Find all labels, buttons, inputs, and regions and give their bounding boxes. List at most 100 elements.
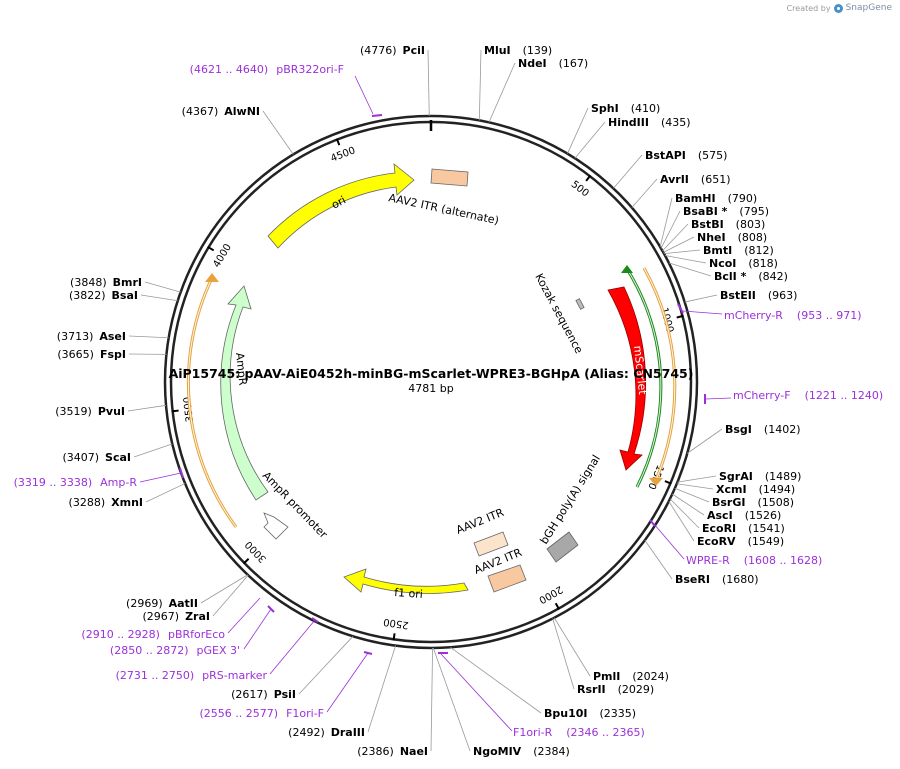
primer-name-pbrforeco: pBRforEco (168, 628, 225, 641)
leader-line-ecori (669, 498, 700, 529)
site-name-ndei: NdeI (518, 57, 547, 70)
primer-leader-mcherry-r (682, 310, 723, 315)
site-position-bmri: (3848) (70, 276, 107, 289)
primer-label-pbr322ori-f: (4621 .. 4640)pBR322ori-F (190, 63, 344, 76)
primer-leader-f1ori-f (326, 652, 369, 713)
primer-mark-mcherry-r (677, 303, 684, 314)
primer-range-f1ori-f: (2556 .. 2577) (200, 707, 279, 720)
leader-line-bsai (140, 294, 178, 302)
primer-label-amp-r: (3319 .. 3338)Amp-R (14, 476, 138, 489)
tick-label-500: 500 (569, 179, 591, 199)
site-position-zrai: (2967) (143, 610, 180, 623)
leader-line-hindiii (574, 121, 606, 159)
primer-mark-amp-r (179, 467, 184, 479)
leader-line-ncoi (664, 255, 707, 264)
credit-brand: SnapGene (845, 3, 892, 13)
site-name-sgrai: SgrAI (719, 470, 753, 483)
ampr-orf-arrowhead (205, 273, 219, 282)
site-name-bamhi: BamHI (675, 192, 716, 205)
site-position-nhei: (808) (738, 231, 768, 244)
site-label-bstapi: BstAPI(575) (645, 149, 727, 162)
site-label-fspi: (3665)FspI (57, 348, 126, 361)
site-label-naei: (2386)NaeI (357, 745, 428, 758)
ori-label: ori (329, 193, 348, 211)
tick-mark-3500 (171, 409, 179, 413)
site-position-avrii: (651) (701, 173, 731, 186)
bgh-polya-feature (546, 531, 579, 563)
primer-leader-amp-r (139, 472, 182, 483)
site-label-mlui: MluI(139) (484, 44, 552, 57)
leader-line-pmli (553, 617, 591, 677)
site-name-bmri: BmrI (113, 276, 142, 289)
tick-mark-2000 (554, 602, 561, 610)
site-position-naei: (2386) (357, 745, 394, 758)
site-position-bseri: (1680) (722, 573, 759, 586)
site-position-bsabi: (795) (739, 205, 769, 218)
bgh-polya-label: bGH poly(A) signal (538, 453, 603, 547)
primer-leader-prs-marker (269, 619, 316, 675)
site-label-bsabi: BsaBI * (795) (683, 205, 769, 218)
aav2-itr-label: AAV2 ITR (454, 506, 506, 537)
site-position-asei: (3713) (57, 330, 94, 343)
site-name-draiii: DraIII (331, 726, 365, 739)
site-name-zrai: ZraI (185, 610, 210, 623)
primer-label-mcherry-f: mCherry-F(1221 .. 1240) (733, 389, 883, 402)
leader-line-bstapi (613, 154, 643, 189)
site-name-asei: AseI (99, 330, 126, 343)
site-label-bseri: BseRI(1680) (675, 573, 759, 586)
leader-line-mlui (478, 49, 482, 121)
site-position-xmni: (3288) (69, 496, 106, 509)
site-label-bmri: (3848) BmrI (70, 276, 142, 289)
site-label-pcii: (4776)PciI (360, 44, 425, 57)
leader-line-bsrgi (674, 487, 710, 503)
leader-line-asei (128, 335, 169, 339)
leader-line-ngomiv (432, 647, 471, 752)
tick-mark-3000 (242, 558, 250, 565)
site-label-rsrii: RsrII(2029) (577, 683, 654, 696)
aav2-itr-2-feature (487, 564, 527, 593)
leader-line-psii (298, 636, 354, 695)
site-name-xcmi: XcmI (716, 483, 747, 496)
mscarlet-feature (607, 286, 647, 471)
site-name-bsgi: BsgI (725, 423, 752, 436)
plasmid-title: AiP15745: pAAV-AiE0452h-minBG-mScarlet-W… (169, 366, 694, 381)
site-label-ncoi: NcoI(818) (709, 257, 778, 270)
tick-mark-2500 (392, 633, 396, 641)
primer-name-f1ori-r: F1ori-R (513, 726, 553, 739)
snapgene-credit: Created by SnapGene (787, 3, 892, 13)
site-position-fspi: (3665) (57, 348, 94, 361)
f1-ori-feature (343, 568, 469, 594)
site-name-scai: ScaI (105, 451, 131, 464)
site-label-bmti: BmtI(812) (703, 244, 774, 257)
snapgene-logo-icon (833, 3, 843, 13)
primer-range-mcherry-r: (953 .. 971) (797, 309, 862, 322)
site-label-sphi: SphI(410) (591, 102, 660, 115)
primer-leader-pbrforeco (227, 597, 261, 634)
site-name-bsrgi: BsrGI (712, 496, 745, 509)
ori-feature (267, 163, 415, 249)
leader-line-rsrii (552, 618, 575, 690)
site-label-ngomiv: NgoMIV(2384) (473, 745, 570, 758)
site-name-bsabi: BsaBI * (683, 205, 728, 218)
leader-line-ndei (488, 62, 516, 123)
credit-prefix: Created by (786, 3, 831, 13)
primer-label-f1ori-r: F1ori-R(2346 .. 2365) (513, 726, 645, 739)
primer-leader-pgex-3 (243, 608, 272, 650)
primer-leader-pbr322ori-f (354, 75, 374, 115)
tick-mark-4500 (335, 138, 341, 146)
primer-range-amp-r: (3319 .. 3338) (14, 476, 93, 489)
primer-range-pgex-3: (2850 .. 2872) (110, 644, 189, 657)
tick-label-2500: 2500 (383, 616, 410, 631)
plasmid-size: 4781 bp (408, 382, 453, 395)
leader-line-asci (672, 493, 705, 516)
site-label-avrii: AvrII(651) (660, 173, 731, 186)
leader-line-bpu10i (450, 646, 542, 714)
ampr-label: AmpR (233, 352, 249, 386)
site-name-hindiii: HindIII (608, 116, 649, 129)
site-name-aatii: AatII (169, 597, 198, 610)
site-label-hindiii: HindIII(435) (608, 116, 691, 129)
site-position-bsrgi: (1508) (757, 496, 794, 509)
green-track-inner (626, 268, 662, 488)
site-position-aatii: (2969) (126, 597, 163, 610)
